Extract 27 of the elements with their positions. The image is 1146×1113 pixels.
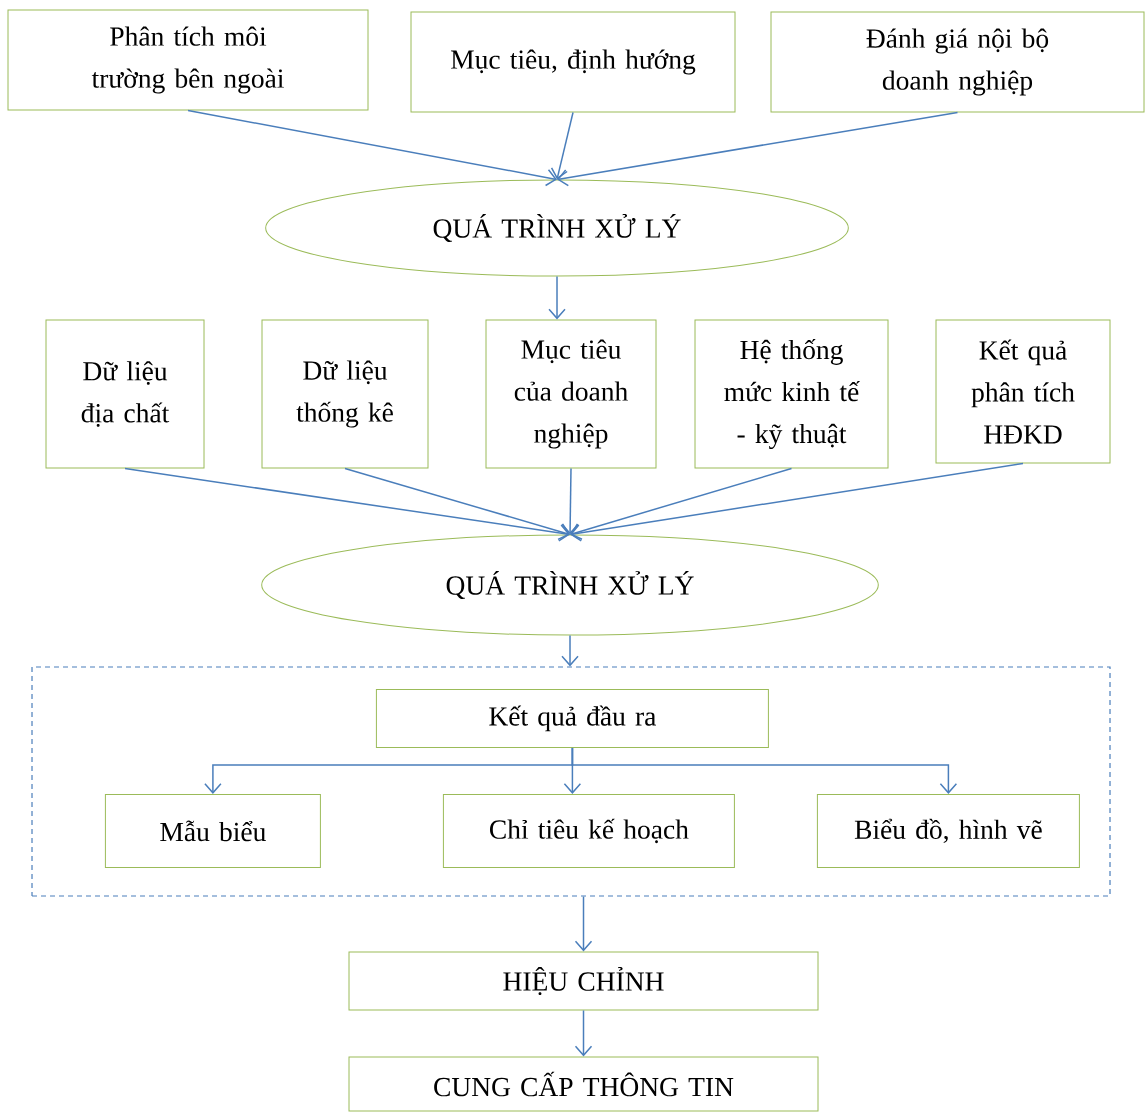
process-box: CUNG CẤP THÔNG TIN [348, 1056, 819, 1112]
process-box: Mục tiêu của doanh nghiệp [485, 319, 657, 469]
group-frame [31, 666, 1111, 897]
arrow [550, 111, 574, 180]
process-box: Đánh giá nội bộ doanh nghiệp [770, 11, 1145, 113]
arrow [571, 747, 958, 794]
process-box: Kết quả phân tích HĐKD [935, 319, 1111, 464]
arrow [561, 634, 579, 667]
arrow [187, 109, 557, 187]
process-box: Phân tích môi trường bên ngoài [7, 9, 369, 111]
process-box: Mẫu biểu [104, 793, 321, 868]
arrow [570, 462, 1024, 542]
arrow [124, 467, 570, 542]
process-box: Biểu đồ, hình vẽ [816, 793, 1080, 868]
process-box: Kết quả đầu ra [375, 688, 769, 748]
process-box: Dữ liệu địa chất [45, 319, 205, 469]
process-box: Dữ liệu thống kê [261, 319, 429, 469]
process-box: Chỉ tiêu kế hoạch [442, 793, 735, 868]
arrow [574, 895, 593, 952]
arrow [574, 1009, 593, 1057]
arrow [557, 111, 959, 187]
arrow [344, 467, 570, 541]
process-box: Hệ thống mức kinh tế - kỹ thuật [694, 319, 889, 469]
process-box: HIỆU CHỈNH [348, 951, 819, 1011]
arrow [570, 467, 793, 540]
process-box: Mục tiêu, định hướng [410, 11, 736, 113]
arrow [548, 275, 566, 320]
